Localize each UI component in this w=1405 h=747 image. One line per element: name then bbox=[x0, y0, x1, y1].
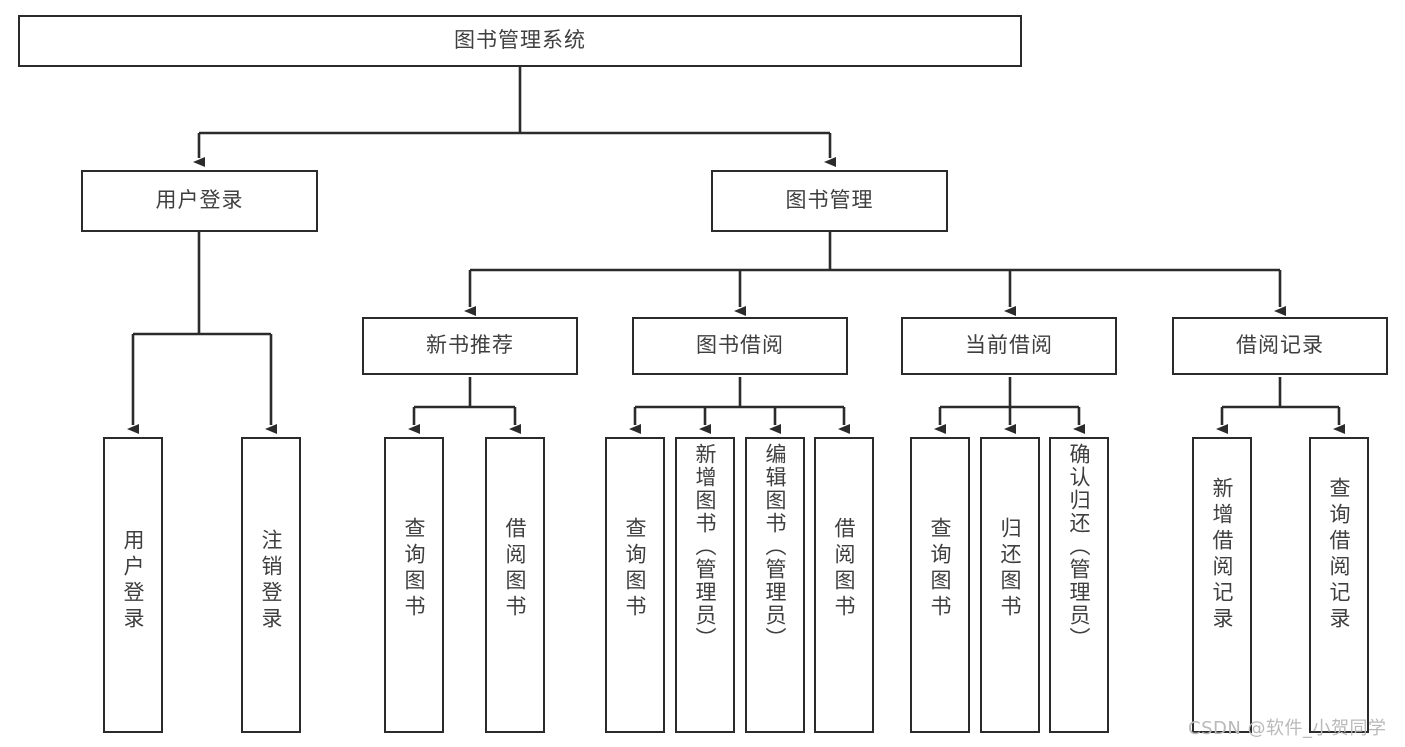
node-label: 当前借阅 bbox=[965, 333, 1053, 358]
node-label: 查询图书 bbox=[623, 517, 648, 621]
leaf-edit-book-admin[interactable]: 编辑图书（管理员） bbox=[745, 437, 805, 733]
node-current-borrow[interactable]: 当前借阅 bbox=[901, 317, 1117, 375]
node-label: 归还图书 bbox=[998, 517, 1023, 621]
node-user-login[interactable]: 用户登录 bbox=[81, 170, 318, 232]
node-label: 确认归还（管理员） bbox=[1067, 443, 1092, 650]
leaf-user-login[interactable]: 用户登录 bbox=[103, 437, 163, 733]
node-book-management[interactable]: 图书管理 bbox=[711, 170, 948, 232]
node-label: 新增图书（管理员） bbox=[693, 443, 718, 650]
leaf-borrow-book-recommend[interactable]: 借阅图书 bbox=[485, 437, 545, 733]
leaf-borrow-book-borrow[interactable]: 借阅图书 bbox=[814, 437, 874, 733]
node-label: 借阅图书 bbox=[832, 517, 857, 621]
leaf-add-book-admin[interactable]: 新增图书（管理员） bbox=[675, 437, 735, 733]
node-book-borrow[interactable]: 图书借阅 bbox=[632, 317, 848, 375]
node-label: 用户登录 bbox=[155, 188, 244, 213]
leaf-query-book-borrow[interactable]: 查询图书 bbox=[605, 437, 665, 733]
node-label: 查询借阅记录 bbox=[1327, 477, 1352, 633]
node-new-book-recommend[interactable]: 新书推荐 bbox=[362, 317, 578, 375]
node-label: 图书管理 bbox=[785, 188, 874, 213]
node-label: 借阅记录 bbox=[1236, 333, 1324, 358]
leaf-query-book-recommend[interactable]: 查询图书 bbox=[384, 437, 444, 733]
leaf-return-book[interactable]: 归还图书 bbox=[980, 437, 1040, 733]
node-label: 图书借阅 bbox=[696, 333, 784, 358]
leaf-add-borrow-record[interactable]: 新增借阅记录 bbox=[1192, 437, 1252, 733]
node-root-book-management-system[interactable]: 图书管理系统 bbox=[18, 15, 1022, 67]
node-label: 借阅图书 bbox=[503, 517, 528, 621]
node-label: 查询图书 bbox=[402, 517, 427, 621]
node-label: 编辑图书（管理员） bbox=[763, 443, 788, 650]
node-label: 新增借阅记录 bbox=[1210, 477, 1235, 633]
node-borrow-record[interactable]: 借阅记录 bbox=[1172, 317, 1388, 375]
node-label: 注销登录 bbox=[259, 529, 284, 633]
node-label: 新书推荐 bbox=[426, 333, 514, 358]
node-label: 查询图书 bbox=[928, 517, 953, 621]
leaf-query-borrow-record[interactable]: 查询借阅记录 bbox=[1309, 437, 1369, 733]
leaf-confirm-return-admin[interactable]: 确认归还（管理员） bbox=[1049, 437, 1109, 733]
node-label: 用户登录 bbox=[121, 529, 146, 633]
csdn-watermark: CSDN @软件_小贺同学 bbox=[1188, 718, 1387, 739]
leaf-logout-login[interactable]: 注销登录 bbox=[241, 437, 301, 733]
node-label: 图书管理系统 bbox=[454, 28, 586, 53]
leaf-query-book-current[interactable]: 查询图书 bbox=[910, 437, 970, 733]
